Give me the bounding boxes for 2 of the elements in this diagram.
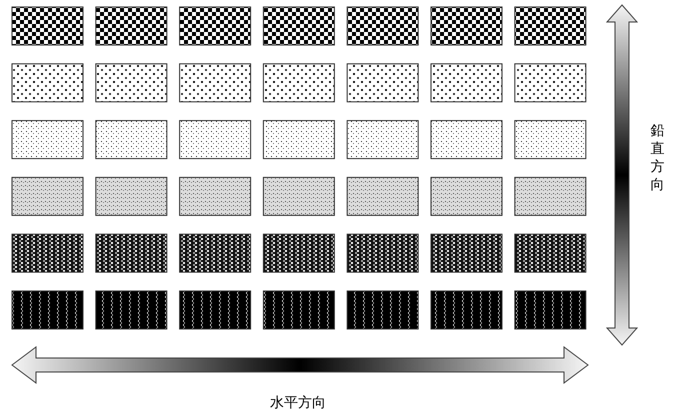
axis-label: 鉛直方向 bbox=[650, 122, 665, 194]
axis-label: 水平方向 bbox=[270, 394, 326, 412]
